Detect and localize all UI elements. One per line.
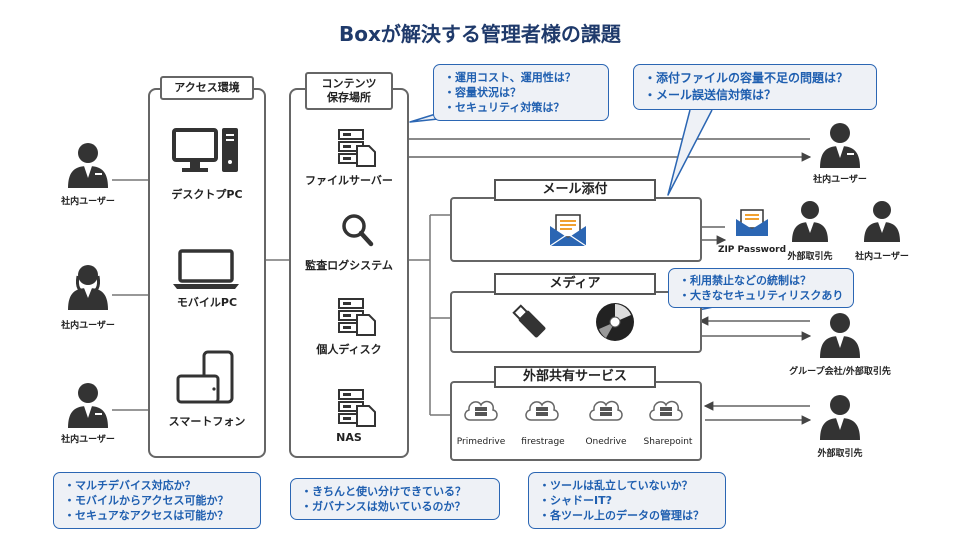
callout-access-devices: ・マルチデバイス対応か？ ・モバイルからアクセス可能か？ ・セキュアなアクセスは… (53, 472, 261, 529)
file-server-icon (338, 129, 376, 167)
user-person-icon (68, 383, 108, 428)
callout-line: ・メール誤送信対策は？ (644, 88, 777, 102)
callout-line: ・添付ファイルの容量不足の問題は？ (644, 71, 849, 85)
personal-disk-icon (338, 298, 376, 336)
left-user-label-1: 社内ユーザー (61, 197, 115, 207)
callout-line: ・各ツール上のデータの管理は？ (539, 509, 704, 522)
external-panel-title: 外部共有サービス (494, 366, 656, 388)
callout-line: ・マルチデバイス対応か？ (64, 479, 196, 492)
personal-disk-label: 個人ディスク (316, 343, 382, 356)
user-person-icon (864, 201, 900, 242)
file-server-label: ファイルサーバー (305, 174, 393, 187)
media-panel-title: メディア (494, 273, 656, 295)
callout-line: ・大きなセキュリティリスクあり (679, 289, 844, 302)
callout-line: ・ガバナンスは効いているのか？ (301, 500, 466, 513)
external-panel (450, 381, 702, 461)
mobile-pc-label: モバイルPC (176, 296, 238, 309)
service-label-onedrive: Onedrive (585, 437, 627, 447)
service-label-sharepoint: Sharepoint (643, 437, 693, 447)
callout-line: ・セキュリティ対策は？ (444, 101, 565, 114)
service-label-primedrive: Primedrive (456, 437, 506, 447)
storage-title-line1: コンテンツ (321, 77, 377, 90)
storage-panel-title: コンテンツ 保存場所 (305, 72, 393, 110)
callout-line: ・セキュアなアクセスは可能か？ (64, 509, 229, 522)
mail-user-label: 社内ユーザー (855, 252, 909, 262)
external-partner-label: 外部取引先 (817, 449, 863, 459)
callout-line: ・利用禁止などの統制は？ (679, 274, 811, 287)
mail-envelope-icon (549, 214, 587, 247)
left-user-label-2: 社内ユーザー (61, 321, 115, 331)
storage-panel (289, 88, 409, 458)
right-user-label: 社内ユーザー (813, 175, 867, 185)
callout-line: ・きちんと使い分けできている？ (301, 485, 466, 498)
callout-media-risk: ・利用禁止などの統制は？ ・大きなセキュリティリスクあり (668, 268, 854, 308)
mail-panel-title: メール添付 (494, 179, 656, 201)
usb-stick-icon (512, 304, 546, 338)
smartphone-label: スマートフォン (168, 415, 246, 428)
callout-external-tools: ・ツールは乱立していないか？ ・シャドーIT? ・各ツール上のデータの管理は？ (528, 472, 726, 529)
user-person-icon (820, 123, 860, 168)
callout-storage-governance: ・きちんと使い分けできている？ ・ガバナンスは効いているのか？ (290, 478, 500, 520)
left-user-label-3: 社内ユーザー (61, 435, 115, 445)
callout-storage-cost: ・運用コスト、運用性は？ ・容量状況は？ ・セキュリティ対策は？ (433, 64, 609, 121)
user-person-icon (68, 143, 108, 188)
nas-label: NAS (336, 431, 362, 444)
cd-disc-icon (596, 303, 634, 341)
partner-person-icon (792, 201, 828, 242)
audit-log-label: 監査ログシステム (305, 259, 393, 272)
cloud-server-icon (589, 400, 623, 421)
laptop-icon (173, 249, 239, 289)
callout-line: ・モバイルからアクセス可能か？ (64, 494, 229, 507)
cloud-server-icon (649, 400, 683, 421)
zip-mail-icon (736, 209, 768, 236)
page-title: Boxが解決する管理者様の課題 (339, 22, 621, 46)
smartphone-icon (176, 350, 234, 404)
magnifier-icon (342, 214, 374, 247)
nas-icon (338, 389, 376, 427)
callout-line: ・容量状況は？ (444, 86, 521, 99)
desktop-pc-label: デスクトプPC (171, 188, 243, 201)
callout-line: ・ツールは乱立していないか？ (539, 479, 693, 492)
access-panel-title: アクセス環境 (160, 76, 254, 100)
cloud-server-icon (525, 400, 559, 421)
desktop-pc-icon (172, 128, 238, 172)
access-panel (148, 88, 266, 458)
user-person-icon (68, 265, 108, 310)
partner-person-icon (820, 313, 860, 358)
group-company-label: グループ会社/外部取引先 (789, 367, 891, 377)
partner-person-icon (820, 395, 860, 440)
cloud-server-icon (464, 400, 498, 421)
storage-title-line2: 保存場所 (327, 91, 371, 104)
callout-line: ・運用コスト、運用性は？ (444, 71, 576, 84)
mail-partner-label: 外部取引先 (787, 252, 833, 262)
media-panel (450, 291, 702, 353)
service-label-firestrage: firestrage (521, 437, 565, 447)
zip-password-label: ZIP Password (717, 245, 787, 255)
callout-mail-issues: ・添付ファイルの容量不足の問題は？ ・メール誤送信対策は？ (633, 64, 877, 110)
callout-line: ・シャドーIT? (539, 494, 612, 507)
